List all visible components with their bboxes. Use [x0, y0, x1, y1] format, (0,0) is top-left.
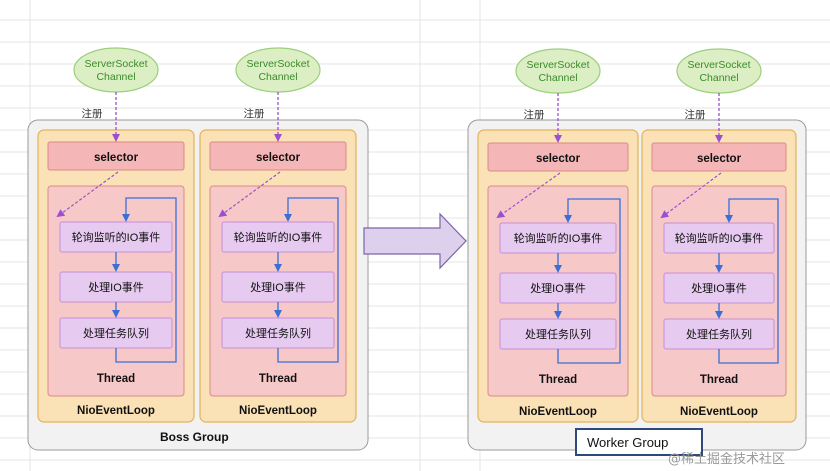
thread-label: Thread	[700, 374, 738, 386]
selector-box	[47, 141, 185, 171]
step-poll-io-text: 轮询监听的IO事件	[514, 231, 603, 245]
step-process-io-text: 处理IO事件	[250, 281, 306, 294]
loop-back-arrow	[557, 198, 621, 364]
loop-back-arrow	[718, 198, 779, 364]
step-process-io-text: 处理IO事件	[88, 281, 144, 294]
selector-box	[487, 142, 629, 172]
channel-text-line1: ServerSocket	[246, 58, 309, 70]
register-label: 注册	[685, 108, 706, 121]
nio-event-loop-label: NioEventLoop	[239, 405, 317, 417]
selector-box	[209, 141, 347, 171]
channel-text-line1: ServerSocket	[84, 58, 147, 70]
thread-label: Thread	[539, 374, 577, 386]
register-label: 注册	[82, 107, 103, 120]
register-label: 注册	[244, 107, 265, 120]
step-poll-io-text: 轮询监听的IO事件	[234, 230, 323, 244]
step-poll-io-text: 轮询监听的IO事件	[72, 230, 161, 244]
step-process-tasks-text: 处理任务队列	[686, 327, 752, 341]
channel-text-line1: ServerSocket	[687, 59, 750, 71]
selector-dispatch-arrow	[660, 172, 722, 219]
register-label: 注册	[524, 108, 545, 121]
boss-to-worker-arrow	[363, 212, 467, 270]
nio-event-loop-label: NioEventLoop	[519, 406, 597, 418]
boss-group-label: Boss Group	[160, 430, 229, 444]
channel-text-line1: ServerSocket	[526, 59, 589, 71]
nio-event-loop-label: NioEventLoop	[680, 406, 758, 418]
thread-label: Thread	[97, 373, 135, 385]
step-process-tasks-text: 处理任务队列	[245, 326, 311, 340]
selector-text: selector	[94, 152, 139, 164]
server-socket-channel	[676, 48, 762, 94]
thread-label: Thread	[259, 373, 297, 385]
step-process-io-text: 处理IO事件	[530, 282, 586, 295]
loop-back-arrow	[115, 197, 177, 363]
step-process-tasks-text: 处理任务队列	[83, 326, 149, 340]
step-process-tasks-text: 处理任务队列	[525, 327, 591, 341]
server-socket-channel	[73, 47, 159, 93]
worker-group-text: Worker Group	[587, 434, 669, 450]
nio-event-loop-label: NioEventLoop	[77, 405, 155, 417]
selector-text: selector	[536, 153, 581, 165]
selector-text: selector	[256, 152, 301, 164]
selector-dispatch-arrow	[496, 172, 561, 219]
worker-group-label: Worker Group	[575, 428, 703, 456]
selector-dispatch-arrow	[56, 171, 119, 218]
watermark: @稀土掘金技术社区	[668, 452, 786, 467]
channel-text-line2: Channel	[699, 72, 738, 84]
step-process-io-text: 处理IO事件	[691, 282, 747, 295]
server-socket-channel	[515, 48, 601, 94]
step-poll-io-text: 轮询监听的IO事件	[675, 231, 764, 245]
selector-box	[651, 142, 787, 172]
server-socket-channel	[235, 47, 321, 93]
channel-text-line2: Channel	[258, 71, 297, 83]
loop-back-arrow	[277, 197, 339, 363]
selector-text: selector	[697, 153, 742, 165]
selector-dispatch-arrow	[218, 171, 281, 218]
channel-text-line2: Channel	[96, 71, 135, 83]
channel-text-line2: Channel	[538, 72, 577, 84]
